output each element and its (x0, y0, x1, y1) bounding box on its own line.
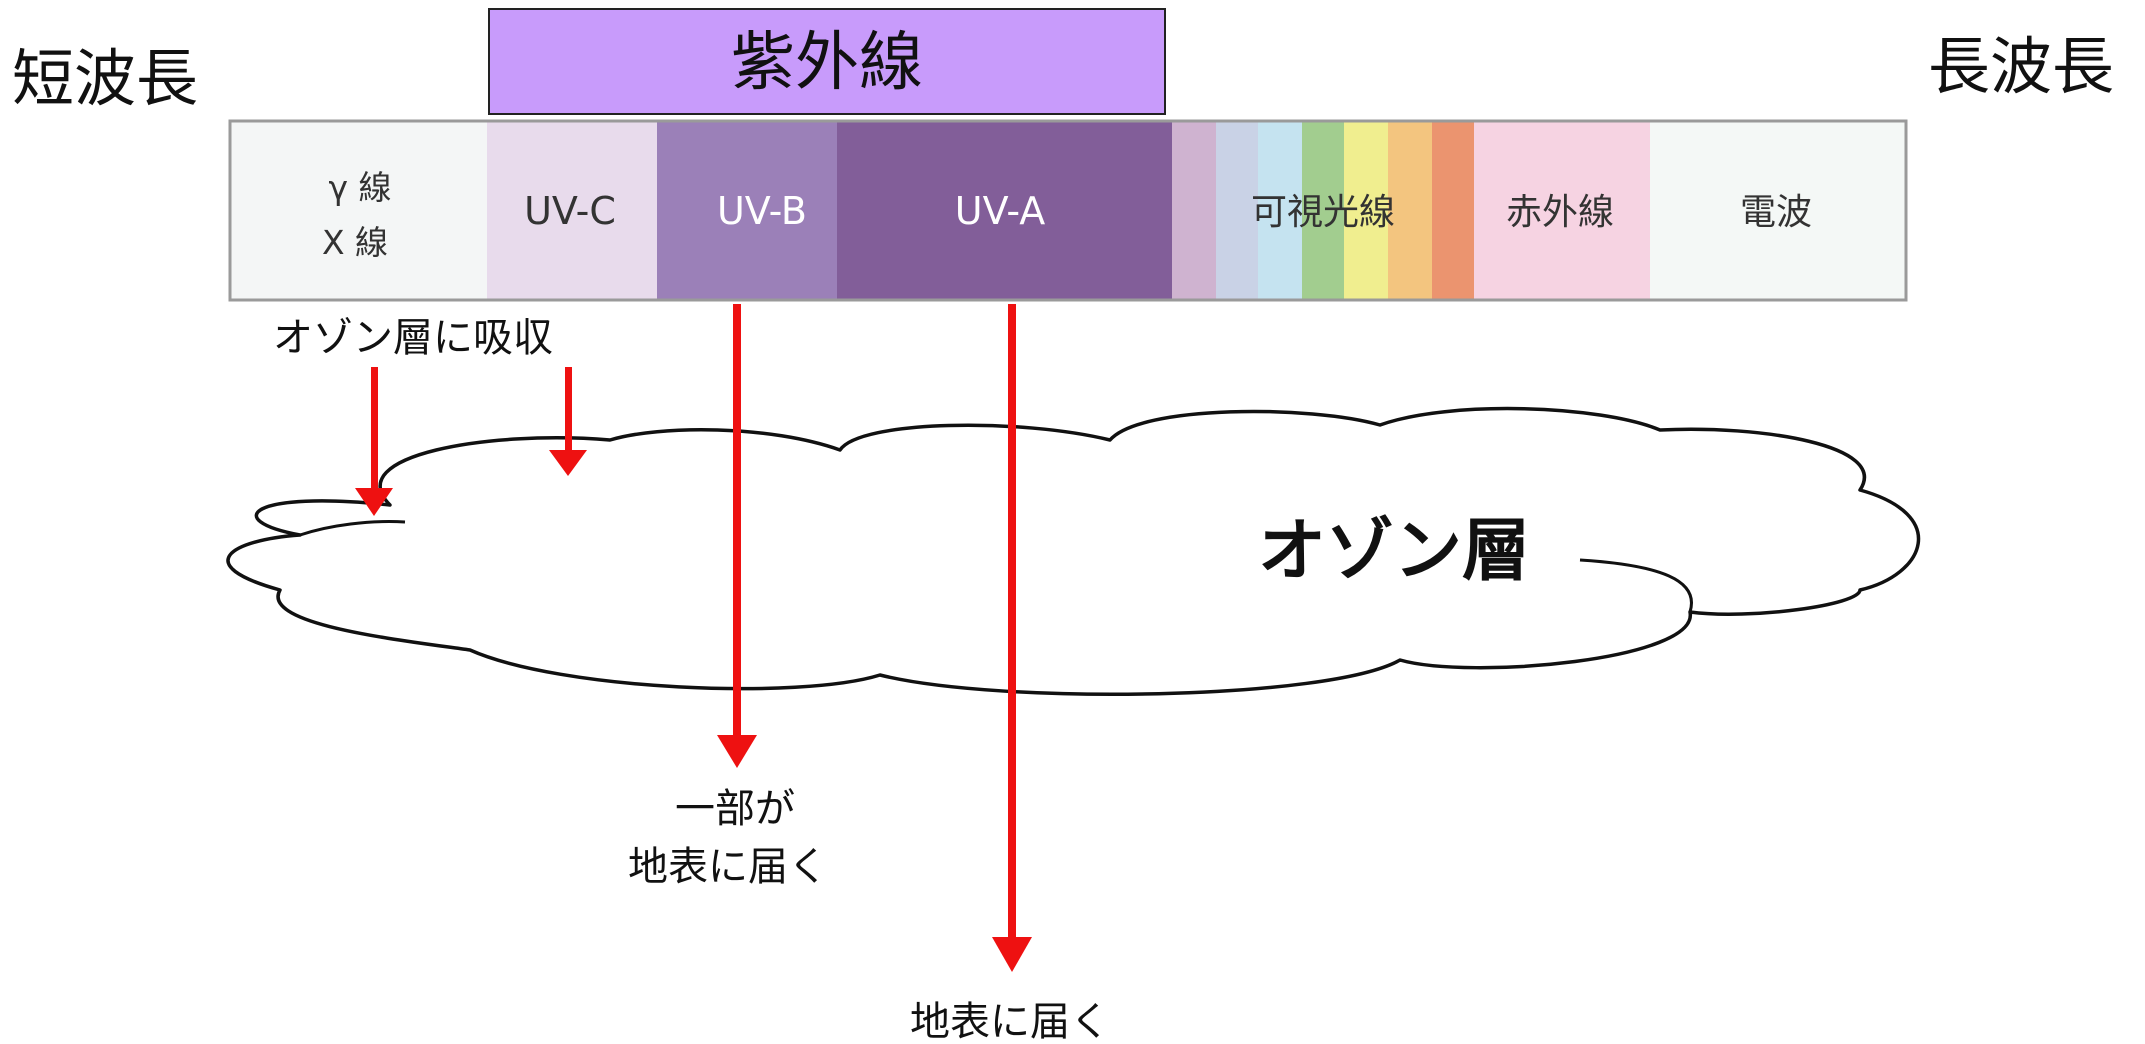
visible-band-violet (1172, 121, 1216, 300)
ultraviolet-header-box (488, 8, 1166, 115)
segment-label-visible: 可視光線 (1251, 192, 1395, 233)
ozone-layer-cloud (226, 406, 1921, 697)
visible-band-orange (1388, 121, 1432, 300)
ultraviolet-label: 紫外線 (731, 26, 923, 100)
arrow-uva-reaches (992, 304, 1032, 972)
arrow-absorbed-gamma (355, 367, 393, 516)
short-wavelength-label: 短波長 (12, 42, 198, 115)
segment-label-uv-a: UV-A (955, 189, 1045, 233)
cloud-inner-curve-right (1579, 558, 1693, 613)
cloud-outline (226, 406, 1921, 697)
partial-reach-label-line2: 地表に届く (628, 844, 828, 890)
segment-label-gamma: γ 線 (328, 168, 391, 207)
spectrum-bar: γ 線 X 線 UV-C UV-B UV-A 可視光線 赤外線 電波 (228, 119, 1908, 302)
segment-label-uv-c: UV-C (524, 189, 616, 233)
cloud-inner-curve-left (299, 520, 406, 537)
segment-uv-c (487, 121, 657, 300)
segment-uv-b (657, 121, 837, 300)
arrow-uvb-partial (717, 304, 757, 768)
segment-label-radio: 電波 (1740, 192, 1812, 233)
partial-reach-label-line1: 一部が (675, 786, 795, 832)
visible-band-yellow (1344, 121, 1388, 300)
reaches-surface-label: 地表に届く (910, 999, 1110, 1044)
visible-band-blue (1216, 121, 1258, 300)
visible-band-green (1302, 121, 1344, 300)
visible-band-cyan (1258, 121, 1302, 300)
visible-band-red (1432, 121, 1474, 300)
long-wavelength-label: 長波長 (1928, 30, 2114, 103)
segment-infrared (1474, 121, 1650, 300)
segment-visible (1172, 121, 1474, 300)
segment-label-uv-b: UV-B (717, 189, 807, 233)
segment-label-infrared: 赤外線 (1506, 192, 1614, 233)
spectrum-bar-outline (228, 119, 1908, 302)
arrow-absorbed-uvc (549, 367, 587, 476)
segment-uv-a (837, 121, 1172, 300)
arrows (355, 304, 1032, 972)
ozone-layer-label: オゾン層 (1258, 512, 1530, 591)
segment-label-xray: X 線 (322, 223, 388, 262)
absorbed-by-ozone-label: オゾン層に吸収 (273, 315, 553, 361)
segment-radio (1650, 121, 1906, 300)
